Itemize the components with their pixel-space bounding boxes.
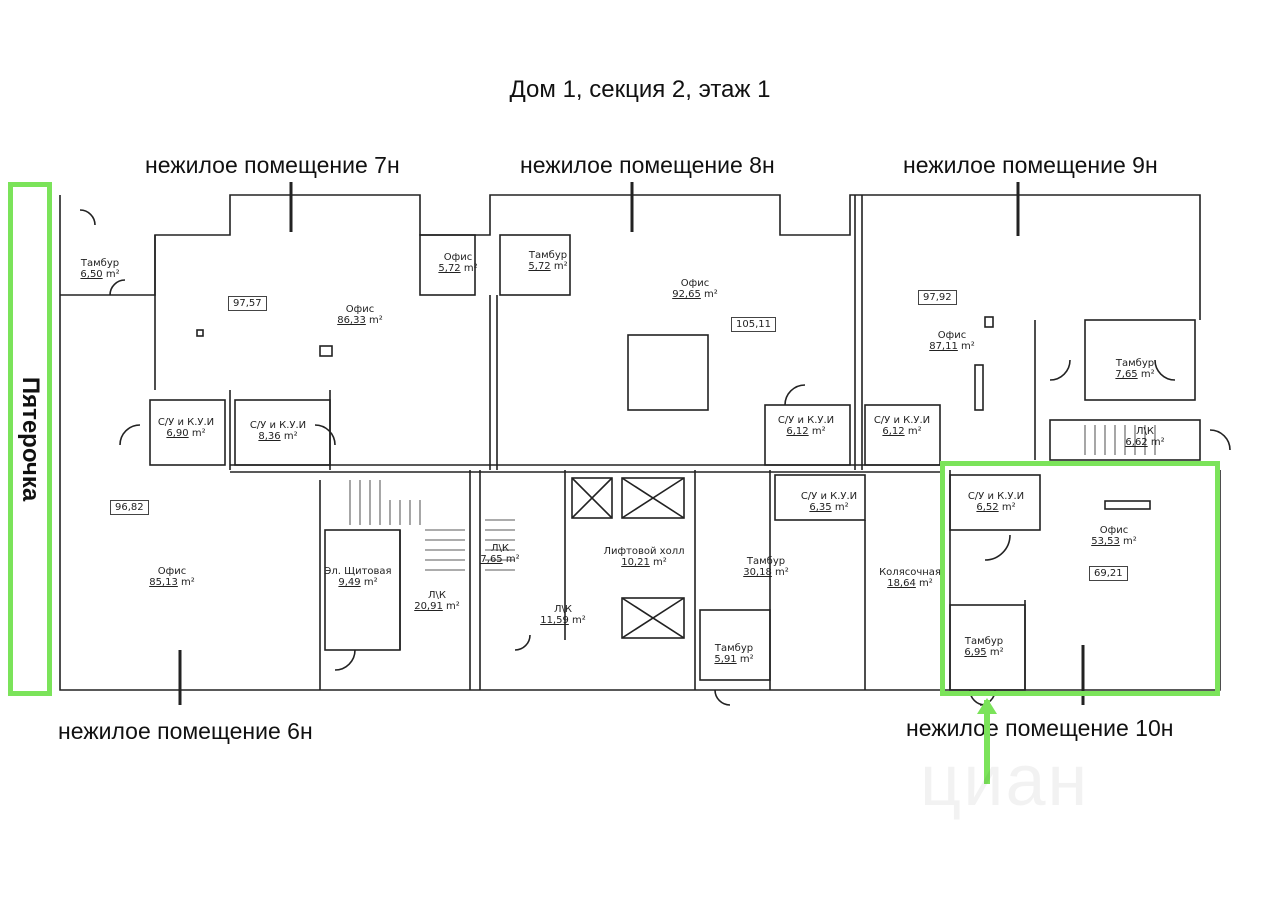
door-swing: [784, 384, 806, 406]
door-swing: [334, 649, 356, 671]
elevator-shaft: [621, 477, 685, 519]
door-swing: [119, 424, 141, 446]
room-outline: [864, 404, 941, 466]
elevator-cross: [571, 477, 613, 519]
watermark: циан: [920, 741, 1090, 821]
unit-label-8n: нежилое помещение 8н: [520, 152, 775, 178]
duct: [627, 334, 709, 411]
column: [1104, 500, 1151, 510]
door-swing: [1154, 359, 1176, 381]
room-outline: [1084, 319, 1196, 401]
neighbor-highlight: Пятерочка: [8, 182, 52, 696]
door-swing: [1209, 429, 1231, 451]
unit-total-7n: 97,57: [228, 296, 267, 311]
door-swing: [109, 279, 126, 296]
unit-label-10n: нежилое помещение 10н: [906, 715, 1174, 741]
column: [974, 364, 984, 411]
room-outline: [764, 404, 851, 466]
unit-total-8n: 105,11: [731, 317, 776, 332]
entrance-arrow-icon: [984, 700, 990, 784]
column: [196, 329, 204, 337]
room-outline: [419, 234, 476, 296]
unit-label-6n: нежилое помещение 6н: [58, 718, 313, 744]
room-outline: [149, 399, 226, 466]
unit-10n-highlight: [940, 461, 1220, 696]
room-outline: [774, 474, 866, 521]
unit-total-6n: 96,82: [110, 500, 149, 515]
elevator-cross: [621, 597, 685, 639]
room-outline: [324, 529, 401, 651]
unit-label-9n: нежилое помещение 9н: [903, 152, 1158, 178]
room-outline: [949, 604, 1026, 691]
door-swing: [514, 634, 531, 651]
column: [319, 345, 333, 357]
outer-wall-top: [60, 194, 1201, 320]
door-swing: [1049, 359, 1071, 381]
elevator-shaft: [621, 597, 685, 639]
neighbor-label: Пятерочка: [17, 376, 44, 502]
stairs: [349, 425, 1156, 571]
door-swing: [714, 689, 731, 706]
unit-total-10n: 69,21: [1089, 566, 1128, 581]
elevator-shaft: [571, 477, 613, 519]
room-outline: [499, 234, 571, 296]
column: [984, 316, 994, 328]
door-swing: [314, 424, 336, 446]
plan-title: Дом 1, секция 2, этаж 1: [509, 76, 771, 103]
room-outline: [949, 474, 1041, 531]
elevator-cross: [621, 477, 685, 519]
room-outline: [699, 609, 771, 681]
door-swing: [79, 209, 96, 226]
unit-label-7n: нежилое помещение 7н: [145, 152, 400, 178]
door-swing: [984, 534, 1011, 561]
outer-wall: [59, 195, 1221, 691]
room-outline: [1049, 419, 1201, 461]
unit-total-9n: 97,92: [918, 290, 957, 305]
